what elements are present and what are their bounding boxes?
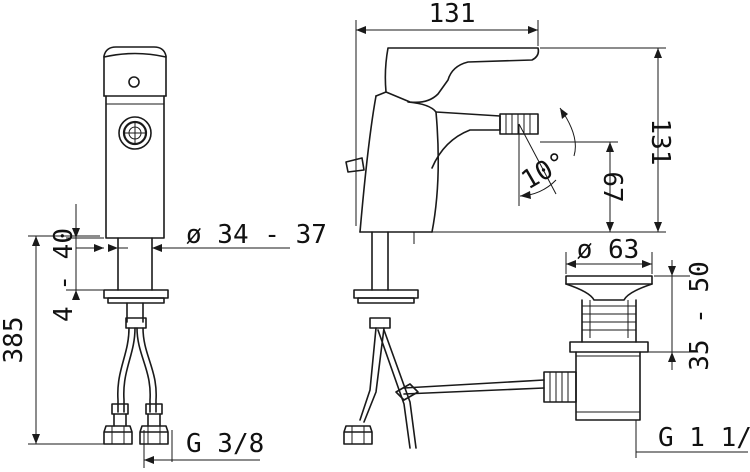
dim-height-right <box>432 47 666 233</box>
body-diameter-label: ø 34 - 37 <box>186 220 327 250</box>
dim-waste-diameter <box>565 252 653 274</box>
hose-thread-label: G 3/8 <box>186 429 264 459</box>
front-view-faucet <box>103 46 169 445</box>
spout-angle-label: 10° <box>517 147 573 196</box>
waste-valve <box>543 275 653 421</box>
side-view-faucet <box>343 47 545 449</box>
dim-waste-thread <box>635 420 748 458</box>
dim-spout-height <box>540 141 618 232</box>
dim-total-length <box>28 235 104 445</box>
dim-body-diameter <box>108 244 290 252</box>
dim-width-top <box>355 20 539 226</box>
width-top-label: 131 <box>429 0 476 29</box>
waste-thread-label: G 1 1/4 <box>658 423 750 453</box>
dim-waste-height <box>640 260 690 370</box>
waste-diameter-label: ø 63 <box>577 235 640 265</box>
dim-hose-thread <box>143 430 260 468</box>
dim-spout-angle <box>518 107 576 206</box>
spout-height-label: 67 <box>597 171 627 202</box>
waste-height-label: 35 - 50 <box>685 261 715 371</box>
total-length-label: 385 <box>0 317 29 364</box>
dim-mount-range <box>66 204 104 300</box>
height-right-label: 131 <box>645 119 675 166</box>
mount-range-label: 4 - 40 <box>49 228 79 322</box>
